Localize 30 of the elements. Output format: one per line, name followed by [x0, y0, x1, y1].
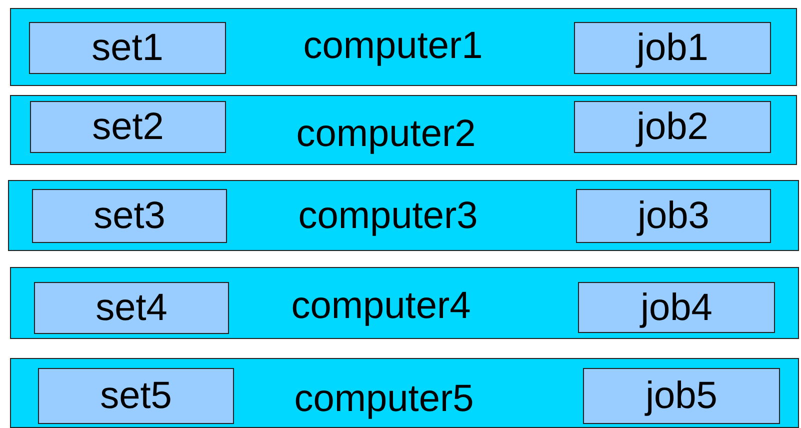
computer-band — [10, 267, 799, 339]
computer-band — [10, 8, 797, 86]
item-box — [578, 282, 775, 333]
item-box — [38, 368, 234, 424]
item-box — [576, 189, 771, 243]
item-box — [574, 101, 771, 153]
item-label: set4 — [96, 289, 168, 327]
item-label: set3 — [94, 197, 166, 235]
computer-label: computer1 — [303, 27, 483, 65]
item-label: set1 — [92, 29, 164, 67]
item-box — [574, 22, 771, 74]
item-label: job5 — [646, 377, 718, 415]
computer-label: computer4 — [291, 287, 471, 325]
item-label: job3 — [638, 197, 710, 235]
computer-label: computer2 — [296, 115, 476, 153]
computer-band — [10, 95, 797, 165]
item-label: job2 — [636, 108, 708, 146]
item-box — [32, 189, 227, 243]
item-label: job1 — [636, 29, 708, 67]
item-label: set5 — [100, 377, 172, 415]
computer-label: computer5 — [294, 380, 474, 418]
computer-band — [10, 358, 799, 428]
item-label: set2 — [92, 108, 164, 146]
item-box — [30, 101, 226, 153]
computer-band — [8, 180, 799, 251]
item-box — [34, 282, 229, 334]
item-label: job4 — [640, 288, 712, 326]
item-box — [583, 368, 780, 424]
computer-label: computer3 — [298, 197, 478, 235]
item-box — [29, 22, 226, 74]
